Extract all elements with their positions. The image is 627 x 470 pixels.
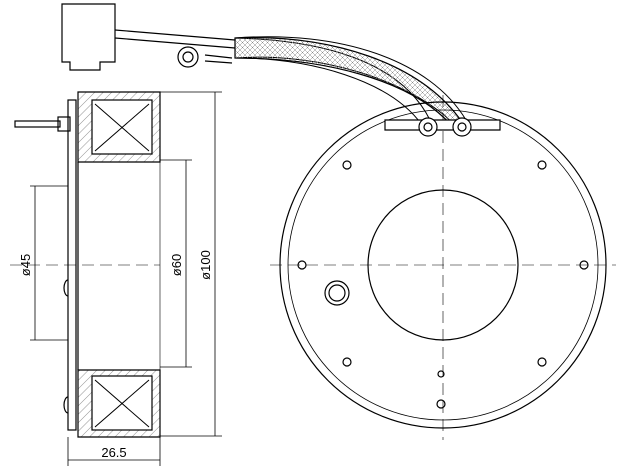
side-view xyxy=(10,91,222,466)
dim-width: 26.5 xyxy=(101,445,126,460)
terminal-right xyxy=(452,117,472,137)
cable-sheath xyxy=(234,37,463,127)
dim-diameter-45: ø45 xyxy=(18,254,33,276)
dimension-lines xyxy=(30,91,222,466)
dim-diameter-100: ø100 xyxy=(198,250,213,280)
lead-grommet xyxy=(57,116,71,132)
terminal-left xyxy=(418,117,438,137)
front-view xyxy=(270,95,616,440)
terminal-block xyxy=(384,119,501,131)
ring-terminal xyxy=(177,46,199,68)
connector-plug xyxy=(61,3,116,71)
dim-diameter-60: ø60 xyxy=(169,254,184,276)
lead-wire xyxy=(14,120,61,128)
large-hole xyxy=(324,280,350,306)
mounting-holes xyxy=(297,160,589,409)
rivet xyxy=(63,279,69,297)
connector-cable xyxy=(61,3,467,127)
